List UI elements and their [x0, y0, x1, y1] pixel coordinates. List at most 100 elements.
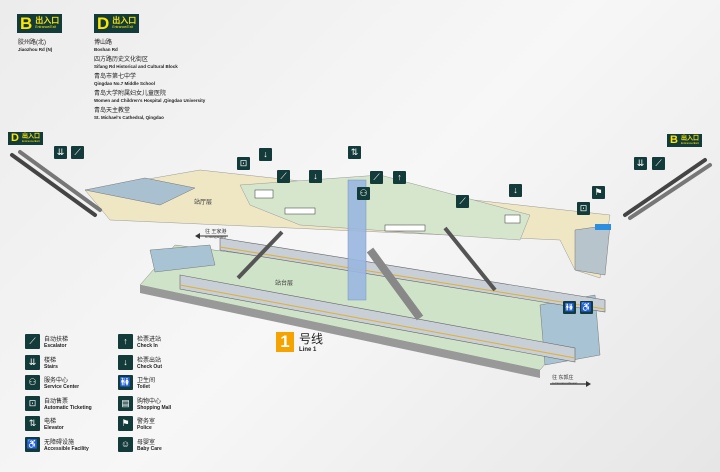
stairs-icon: ⇊ — [25, 354, 40, 370]
legend-cn: 服务中心 — [44, 378, 69, 384]
legend-en: Automatic Ticketing — [44, 404, 92, 411]
line-name-en: Line 1 — [299, 347, 317, 353]
escalator-exit-d — [10, 150, 102, 217]
check-in-icon: ↑ — [118, 334, 133, 349]
direction-cn: 往 东郭庄 — [552, 375, 574, 381]
legend-en: Baby Care — [137, 445, 162, 452]
service-block-right — [574, 224, 611, 276]
platform-level-label: 站台层 — [275, 281, 294, 287]
direction-en: to Wangjiagang — [205, 235, 226, 239]
stairs-icon: ⇊ — [634, 157, 647, 170]
toilet-icon: 🚻 — [563, 301, 576, 314]
legend-cn: 母婴室 — [137, 439, 156, 446]
exit-en: Entrance/Exit — [112, 25, 134, 29]
escalator-icon: ⟋ — [277, 170, 290, 183]
ticketing-icon: ⊡ — [25, 395, 40, 411]
direction-cn: 往 王家港 — [205, 229, 227, 235]
legend-en: Accessible Facility — [44, 445, 89, 452]
police-icon: ⚑ — [118, 416, 133, 431]
train-lower — [179, 274, 576, 363]
direction-arrowhead-right — [586, 381, 591, 387]
toilet-icon: 🚻 — [118, 375, 133, 390]
baby-care-icon: ☺ — [118, 436, 133, 452]
elevator-shaft — [347, 179, 367, 301]
legend-cn: 自动扶梯 — [44, 337, 69, 343]
platform-base — [140, 285, 540, 378]
line-name-cn: 号线 — [299, 332, 324, 346]
legend-cn: 楼梯 — [44, 357, 57, 364]
exit-en: Entrance/Exit — [21, 139, 40, 143]
exit-cn: 出入口 — [680, 136, 699, 142]
dest-cn: 四方路历史文化街区 — [94, 57, 149, 63]
dest-en: Qingdao No.7 Middle School — [94, 81, 156, 86]
exit-cn: 出入口 — [21, 134, 40, 140]
legend-en: Elevator — [44, 425, 64, 431]
accessible-icon: ♿ — [580, 301, 593, 314]
fare-gates — [254, 189, 521, 232]
dest-cn: 博山路 — [94, 40, 113, 46]
exit-en: Entrance/Exit — [35, 25, 57, 29]
escalator-exit-b — [623, 158, 712, 220]
exit-letter: B — [20, 14, 33, 33]
service-center-icon: ⚇ — [357, 187, 370, 200]
exit-b-destinations: 胶州路(北) Jiaozhou Rd (N) — [18, 40, 52, 57]
exit-cn: 出入口 — [112, 16, 137, 25]
ticketing-icon: ⊡ — [237, 157, 250, 170]
dest-cn: 青岛天主教堂 — [94, 108, 131, 114]
dest-en: St. Michael's Cathedral, Qingdao — [94, 115, 164, 120]
elevator-icon: ⇅ — [348, 146, 361, 159]
legend-en: Check Out — [137, 363, 163, 370]
legend-cn: 购物中心 — [137, 398, 162, 405]
exit-cn: 出入口 — [35, 16, 60, 25]
legend-cn: 检票出站 — [137, 357, 162, 364]
elevator-icon: ⇅ — [25, 416, 40, 431]
escalator-concourse-platform-left — [236, 230, 284, 280]
police-icon: ⚑ — [592, 186, 605, 199]
escalator-concourse-platform-right — [443, 226, 497, 292]
exit-letter: B — [670, 134, 678, 146]
dest-cn: 青岛市第七中学 — [94, 74, 137, 80]
exit-letter: D — [11, 132, 19, 144]
shopping-mall-icon: ▤ — [118, 395, 133, 411]
direction-en: to Dongguozhuang — [552, 381, 578, 385]
concourse-level-label: 站厅层 — [194, 200, 213, 206]
stairs-platform — [366, 247, 424, 321]
check-out-icon: ↓ — [118, 354, 133, 370]
stairs-icon: ⇊ — [54, 146, 67, 159]
dest-cn: 胶州路(北) — [18, 40, 46, 46]
legend-cn: 自动售票 — [44, 398, 69, 405]
legend-en: Shopping Mall — [137, 404, 172, 411]
legend-en: Police — [137, 425, 152, 431]
legend-cn: 卫生间 — [137, 378, 156, 384]
exit-en: Entrance/Exit — [680, 141, 699, 145]
check-out-icon: ↓ — [309, 170, 322, 183]
legend-en: Toilet — [137, 384, 150, 390]
police-room — [595, 224, 611, 230]
direction-arrowhead-left — [195, 233, 200, 239]
service-center-icon: ⚇ — [25, 375, 40, 390]
check-out-icon: ↓ — [259, 148, 272, 161]
legend-en: Check In — [137, 343, 158, 349]
legend-cn: 警务室 — [137, 419, 156, 425]
train-upper — [219, 237, 606, 313]
check-out-icon: ↓ — [509, 184, 522, 197]
escalator-icon: ⟋ — [456, 195, 469, 208]
escalator-icon: ⟋ — [652, 157, 665, 170]
